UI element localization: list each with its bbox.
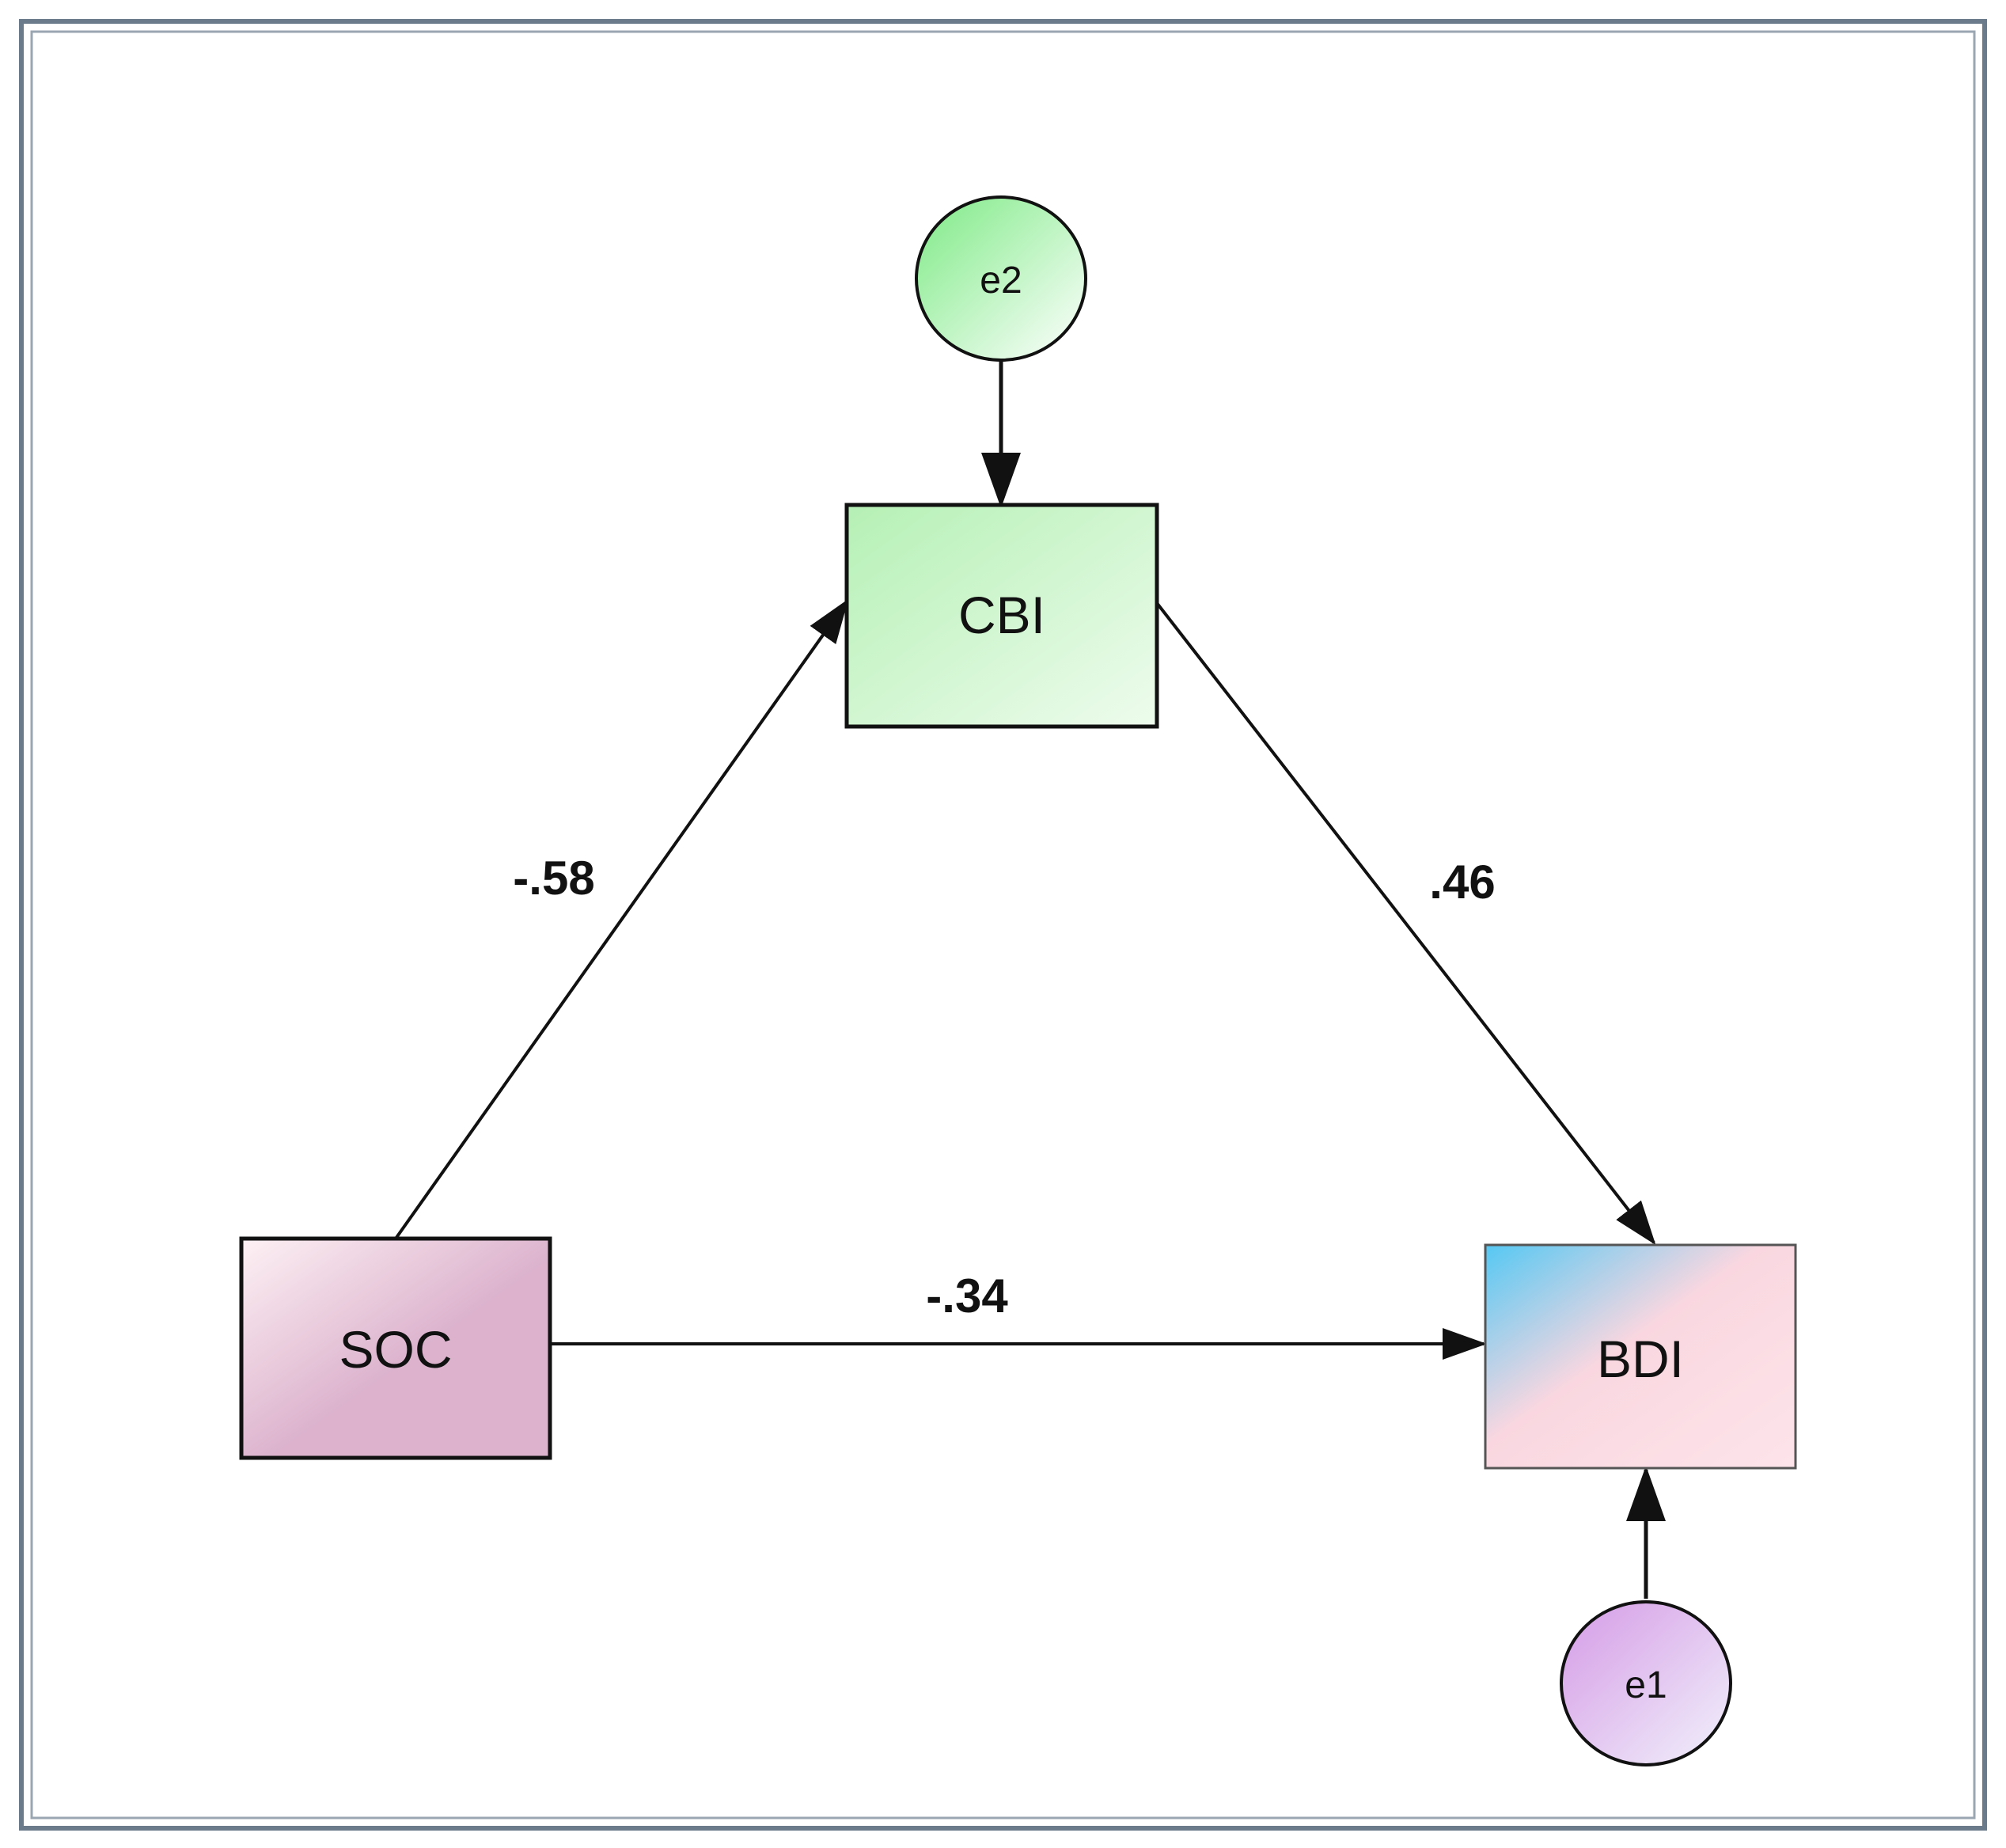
node-bdi-shape [1484,1243,1797,1470]
node-e1: e1 [1560,1600,1732,1766]
node-cbi-label: CBI [958,586,1045,644]
node-bdi: BDI [1484,1243,1797,1470]
coefficient-soc-cbi: -.58 [513,852,594,905]
node-cbi-shape [844,503,1159,729]
path-arrow-cbi-bdi [1155,601,1656,1246]
node-soc-label: SOC [339,1320,452,1379]
node-cbi: CBI [844,503,1159,729]
node-e2-label: e2 [980,260,1022,302]
node-e2: e2 [915,195,1087,362]
node-e2-shape [915,195,1087,362]
node-e1-label: e1 [1625,1664,1667,1706]
path-arrow-soc-cbi [394,598,849,1240]
node-soc: SOC [239,1236,552,1460]
inner-frame [30,30,1976,1820]
node-bdi-label: BDI [1597,1330,1684,1388]
node-soc-shape [239,1236,552,1460]
node-e1-shape [1560,1600,1732,1766]
coefficient-soc-bdi: -.34 [926,1269,1008,1322]
coefficient-cbi-bdi: .46 [1429,856,1495,909]
